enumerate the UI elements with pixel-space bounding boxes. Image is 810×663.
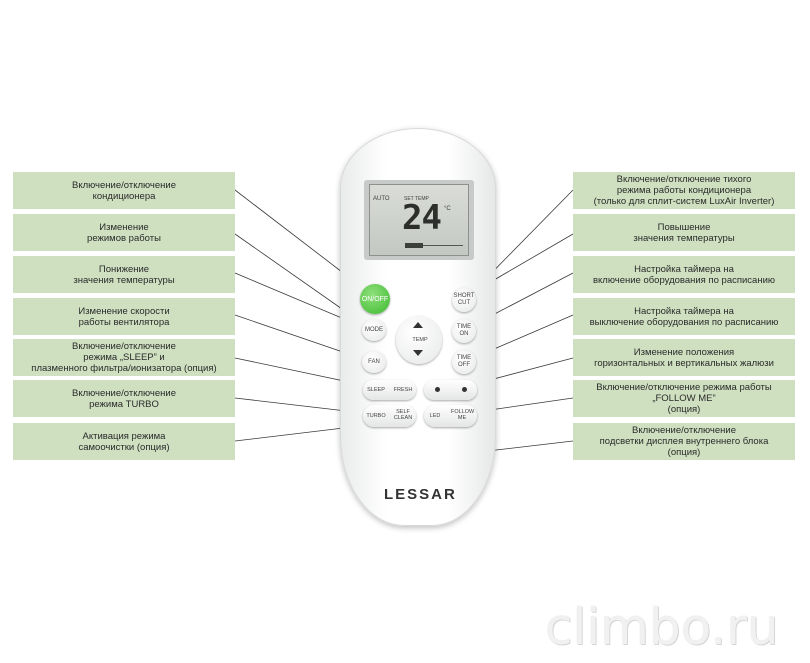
led-label: LED [429,413,441,419]
mode-button[interactable]: MODE [362,319,386,341]
lcd-mode: AUTO [373,196,390,202]
fan-button[interactable]: FAN [362,351,386,373]
temp-up-button[interactable] [413,322,423,328]
follow-me-label: FOLLOW ME [451,409,475,421]
short-cut-button[interactable]: SHORT CUT [452,288,476,312]
swing-left-icon [435,387,440,392]
sleep-label: SLEEP [367,387,385,393]
led-follow-me-button[interactable] [424,405,477,427]
callout-sleep: Включение/отключение режима „SLEEP” и пл… [13,339,235,376]
on-off-button[interactable]: ON/OFF [360,284,390,314]
swing-button[interactable] [424,380,477,400]
fresh-label: FRESH [393,387,413,393]
lcd-fan-track [423,245,463,246]
callout-swing: Изменение положения горизонтальных и вер… [573,339,795,376]
callout-fan: Изменение скорости работы вентилятора [13,298,235,335]
lcd-fan-bar [405,243,423,248]
callout-on-off: Включение/отключение кондиционера [13,172,235,209]
brand-logo: LESSAR [384,486,457,503]
time-on-button[interactable]: TIME ON [452,319,476,343]
callout-time-on: Настройка таймера на включение оборудова… [573,256,795,293]
lcd-unit: °C [444,206,451,212]
callout-temp-down: Понижение значения температуры [13,256,235,293]
lcd-temperature: 24 [402,198,442,238]
turbo-self-clean-button[interactable] [363,405,416,427]
callout-led: Включение/отключение подсветки дисплея в… [573,423,795,460]
callout-self-clean: Активация режима самоочистки (опция) [13,423,235,460]
callout-temp-up: Повышение значения температуры [573,214,795,251]
watermark: climbo.ru [545,598,779,656]
callout-mode: Изменение режимов работы [13,214,235,251]
swing-right-icon [462,387,467,392]
sleep-fresh-button[interactable] [363,380,416,400]
callout-follow-me: Включение/отключение режима работы „FOLL… [573,380,795,417]
self-clean-label: SELF CLEAN [393,409,413,421]
turbo-label: TURBO [366,413,386,419]
callout-turbo: Включение/отключение режима TURBO [13,380,235,417]
callout-time-off: Настройка таймера на выключение оборудов… [573,298,795,335]
lcd-set-temp-label: SET TEMP [404,196,429,202]
temp-label: TEMP [412,337,428,343]
time-off-button[interactable]: TIME OFF [452,350,476,374]
callout-short-cut: Включение/отключение тихого режима работ… [573,172,795,209]
temp-down-button[interactable] [413,350,423,356]
